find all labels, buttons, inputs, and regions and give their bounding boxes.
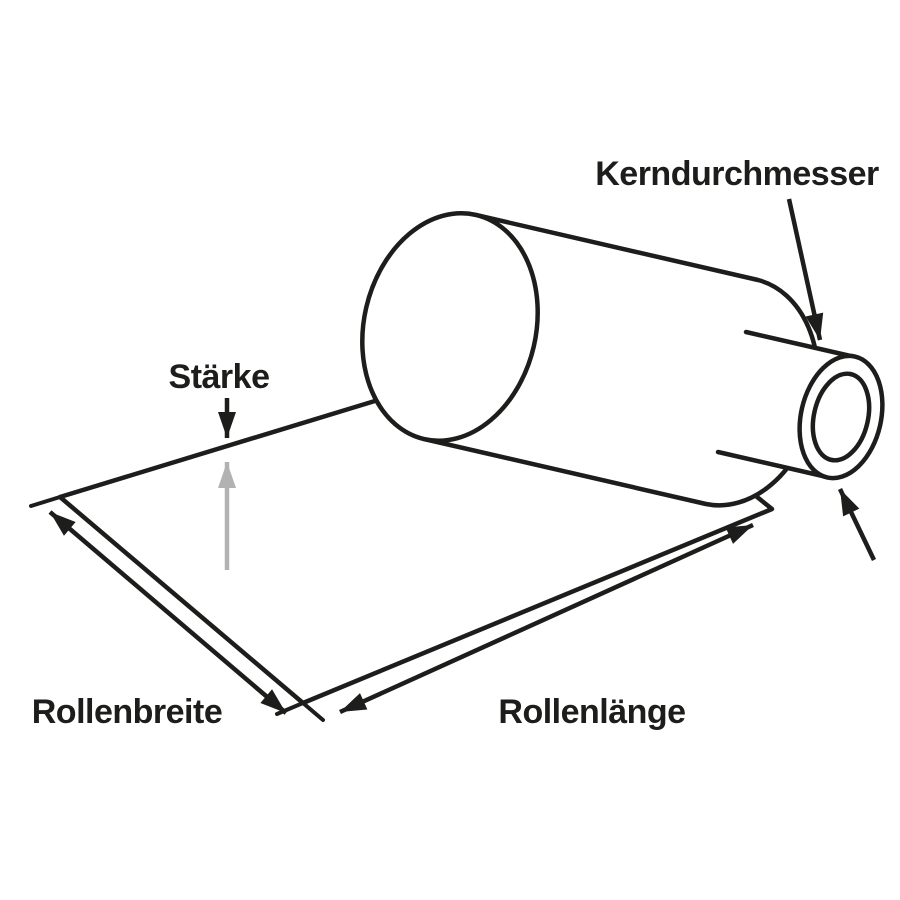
rollenlaenge-label: Rollenlänge	[498, 693, 685, 731]
rollenbreite-dimension-arrow	[48, 510, 288, 715]
extension-tick-left-corner	[29, 495, 62, 508]
staerke-label: Stärke	[169, 358, 270, 396]
rollenbreite-label: Rollenbreite	[32, 693, 222, 731]
core-tube-top-edge	[743, 329, 858, 360]
core-tube-bottom-edge	[715, 449, 830, 480]
kerndurchmesser-arrow	[786, 198, 824, 341]
kerndurchmesser-lower-arrow	[837, 488, 877, 561]
roll-end-face	[360, 211, 540, 443]
kerndurchmesser-label: Kerndurchmesser	[595, 155, 879, 193]
rollenlaenge-dimension-arrow	[339, 522, 754, 715]
core-hole	[810, 371, 872, 463]
extension-tick-bottom-corner-left-edge	[301, 701, 325, 722]
